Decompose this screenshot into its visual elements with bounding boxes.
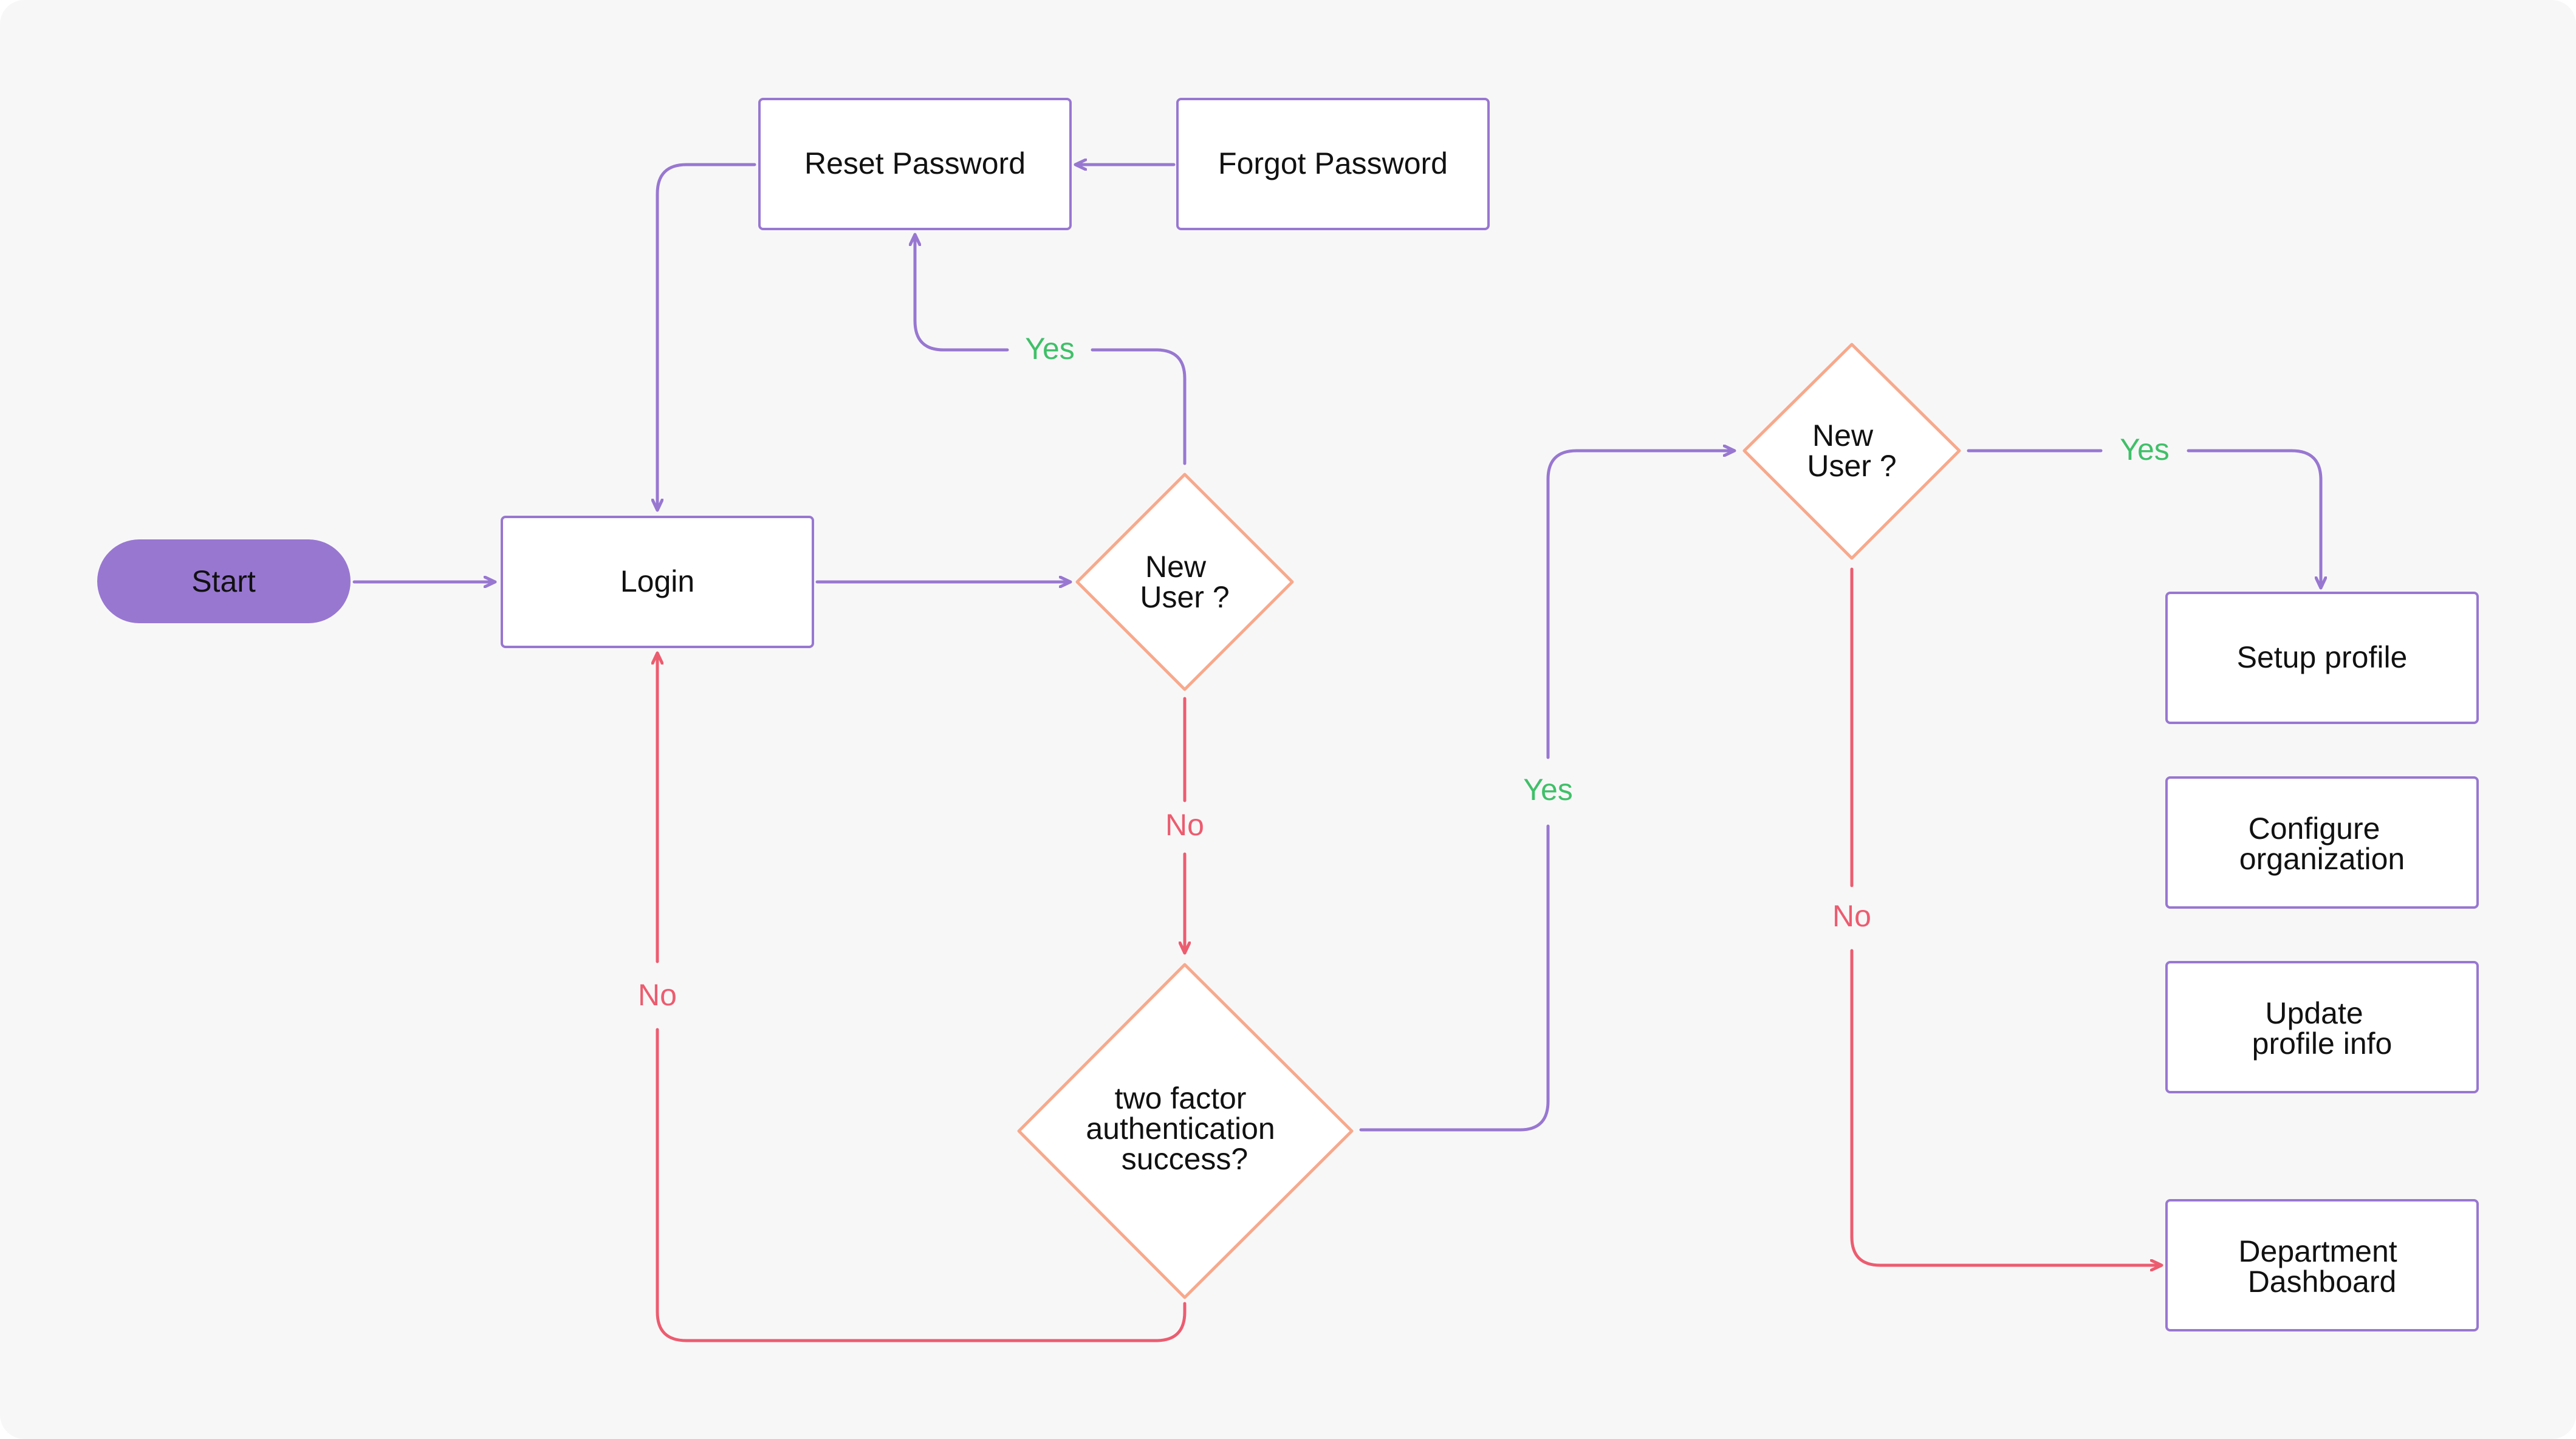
department-dashboard-node[interactable] (2165, 1199, 2479, 1331)
new-user-1-line-2: User ? (1140, 580, 1229, 614)
edge-reset-to-login (657, 163, 756, 512)
new-user-1-label: New User ? (1140, 550, 1229, 614)
department-dashboard-label: Department Dashboard (2238, 1234, 2405, 1299)
setup-profile-node[interactable] (2165, 592, 2479, 724)
configure-organization-node[interactable] (2165, 776, 2479, 909)
edge-label-yes-new-user: Yes (1523, 773, 1573, 807)
two-factor-decision[interactable] (1017, 963, 1354, 1299)
edge-no-segment-b (656, 1028, 1187, 1342)
department-dashboard-line-2: Dashboard (2248, 1265, 2397, 1299)
start-node[interactable] (97, 539, 351, 623)
edge-label-no-two-factor: No (1165, 808, 1204, 842)
two-factor-line-1: two factor (1115, 1081, 1247, 1115)
edge-label-no-dashboard: No (1832, 899, 1871, 933)
configure-organization-line-2: organization (2239, 842, 2405, 876)
edge-yes-to-setup-profile (2187, 449, 2321, 590)
update-profile-line-1: Update (2265, 996, 2363, 1030)
start-label: Start (191, 564, 256, 598)
department-dashboard-line-1: Department (2238, 1234, 2397, 1268)
reset-password-label: Reset Password (804, 146, 1026, 180)
new-user-1-line-1: New (1145, 550, 1207, 584)
reset-password-node[interactable] (758, 98, 1072, 230)
forgot-password-label: Forgot Password (1218, 146, 1448, 180)
update-profile-line-2: profile info (2252, 1027, 2393, 1061)
edge-yes-to-reset (915, 233, 1009, 352)
edge-label-yes-reset: Yes (1025, 332, 1075, 366)
forgot-password-node[interactable] (1176, 98, 1490, 230)
configure-organization-label: Configure organization (2239, 812, 2405, 876)
edge-yes-to-new-user-2 (1546, 451, 1736, 759)
two-factor-line-3: success? (1122, 1142, 1248, 1176)
login-label: Login (620, 564, 694, 598)
login-node[interactable] (501, 516, 814, 648)
edge-no-to-dashboard (1850, 949, 2163, 1265)
configure-organization-line-1: Configure (2249, 812, 2380, 846)
update-profile-info-label: Update profile info (2252, 996, 2393, 1061)
update-profile-info-node[interactable] (2165, 961, 2479, 1093)
two-factor-line-2: authentication (1086, 1112, 1275, 1146)
edge-label-no-login: No (638, 978, 677, 1012)
setup-profile-label: Setup profile (2237, 640, 2408, 674)
edge-yes-segment-a (1091, 348, 1187, 465)
new-user-decision-2[interactable] (1742, 343, 1961, 560)
new-user-decision-1[interactable] (1075, 473, 1294, 691)
two-factor-label: two factor authentication success? (1086, 1081, 1283, 1176)
edge-yes-segment-b (1359, 824, 1550, 1132)
new-user-2-label: New User ? (1807, 419, 1896, 483)
new-user-2-line-1: New (1812, 419, 1874, 453)
new-user-2-line-2: User ? (1807, 449, 1896, 483)
edge-label-yes-setup: Yes (2120, 432, 2170, 467)
